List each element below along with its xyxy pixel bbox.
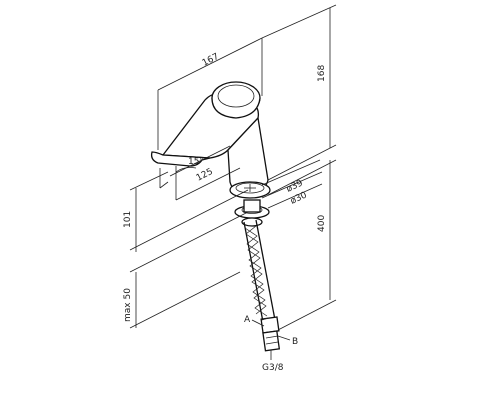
label-a: A — [244, 315, 251, 325]
dim-label-400: 400 — [317, 215, 327, 232]
handle-lever — [211, 81, 261, 119]
dim-label-167: 167 — [201, 52, 221, 69]
label-b: B — [292, 337, 298, 347]
dimension-400: 400 — [267, 159, 337, 331]
dimension-max50: max 50 — [123, 211, 249, 329]
dimension-101: 101 — [123, 171, 249, 252]
dim-label-125: 125 — [195, 167, 215, 184]
dimension-angle: 15° — [159, 145, 231, 189]
dimension-168: 168 — [261, 4, 337, 181]
connection-labels: A B G3/8 — [244, 315, 298, 373]
dim-label-max50: max 50 — [123, 288, 133, 322]
label-thread: G3/8 — [262, 363, 284, 373]
dim-label-168: 168 — [317, 65, 327, 82]
flexible-hose — [243, 219, 281, 352]
base-ring — [229, 181, 271, 227]
dim-label-101: 101 — [123, 211, 133, 228]
dim-label-angle: 15° — [188, 157, 204, 167]
